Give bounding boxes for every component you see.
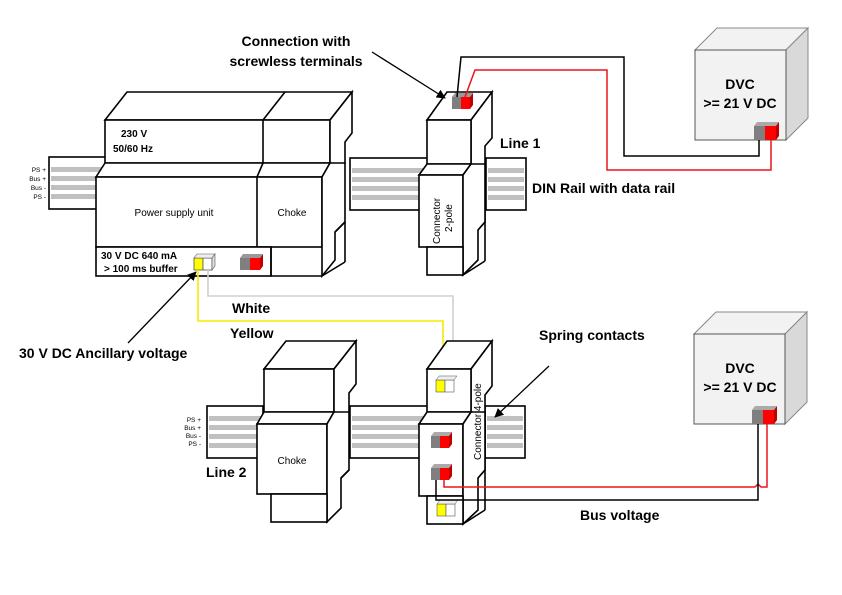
rail-label-bus-plus-2: Bus + <box>184 425 201 432</box>
rail-pin-labels-bottom: PS + Bus + Bus - PS - <box>184 417 201 448</box>
rail-label-bus-minus-2: Bus - <box>186 433 201 440</box>
arrow-spring-contacts <box>494 365 550 418</box>
rail-label-bus-plus: Bus + <box>29 176 46 183</box>
dvc-bottom-title: DVC <box>725 360 755 376</box>
choke-top-label: Choke <box>278 208 307 219</box>
connector-2pole-label-2: 2-pole <box>444 204 455 232</box>
choke-bottom <box>255 338 358 524</box>
arrow-screwless <box>371 51 446 99</box>
connector-4pole-ancillary-terminal-bottom <box>436 499 459 517</box>
label-line2: Line 2 <box>206 464 247 480</box>
wire-black-line1 <box>456 56 760 157</box>
rail-label-ps-plus: PS + <box>32 167 46 174</box>
din-rail-mid-top <box>349 157 431 211</box>
dvc-device-top <box>693 26 810 142</box>
wire-black-line2 <box>435 424 759 501</box>
label-connection-line2: screwless terminals <box>229 53 362 69</box>
psu-output-rating: 30 V DC 640 mA <box>101 251 177 262</box>
wire-white <box>207 270 454 380</box>
rail-pin-labels-top: PS + Bus + Bus - PS - <box>29 167 46 201</box>
label-line1: Line 1 <box>500 135 541 151</box>
psu-label: Power supply unit <box>135 208 214 219</box>
dvc-top-title: DVC <box>725 76 755 92</box>
connector-4pole-bus-terminal-2 <box>431 464 452 480</box>
psu-ancillary-terminal <box>193 253 216 271</box>
rail-label-ps-minus-2: PS - <box>188 441 201 448</box>
psu-output-buffer: > 100 ms buffer <box>104 264 178 275</box>
label-connection-line1: Connection with <box>242 33 351 49</box>
psu-input-frequency: 50/60 Hz <box>113 144 153 155</box>
connector-2-pole <box>417 89 494 277</box>
wire-red-line1 <box>464 69 772 171</box>
psu-bus-terminal <box>240 254 263 270</box>
connector-2pole-label-1: Connector <box>432 197 443 244</box>
choke-bottom-label: Choke <box>278 456 307 467</box>
din-rail-mid-bottom <box>349 405 431 459</box>
arrow-ancillary <box>127 271 197 344</box>
label-white: White <box>232 300 270 316</box>
din-rail-right-bottom <box>484 405 526 459</box>
label-din-rail: DIN Rail with data rail <box>532 180 675 196</box>
label-yellow: Yellow <box>230 325 274 341</box>
connector-4pole-ancillary-terminal-top <box>435 375 458 393</box>
connector-4pole-label: Connector 4-pole <box>473 383 484 460</box>
power-supply-unit <box>94 89 354 279</box>
dvc-top-voltage: >= 21 V DC <box>703 95 776 111</box>
rail-label-ps-plus-2: PS + <box>187 417 201 424</box>
dvc-bottom-voltage: >= 21 V DC <box>703 379 776 395</box>
rail-label-ps-minus: PS - <box>33 194 46 201</box>
label-spring-contacts: Spring contacts <box>539 327 645 343</box>
label-ancillary-voltage: 30 V DC Ancillary voltage <box>19 345 188 361</box>
label-bus-voltage: Bus voltage <box>580 507 660 523</box>
psu-input-voltage: 230 V <box>121 129 147 140</box>
dvc-device-bottom <box>692 310 809 426</box>
connector-4pole-bus-terminal-1 <box>431 432 452 448</box>
rail-label-bus-minus: Bus - <box>31 185 46 192</box>
din-rail-left-bottom <box>206 405 264 459</box>
connector-2pole-terminal <box>452 93 473 109</box>
din-rail-right-top <box>485 157 527 211</box>
